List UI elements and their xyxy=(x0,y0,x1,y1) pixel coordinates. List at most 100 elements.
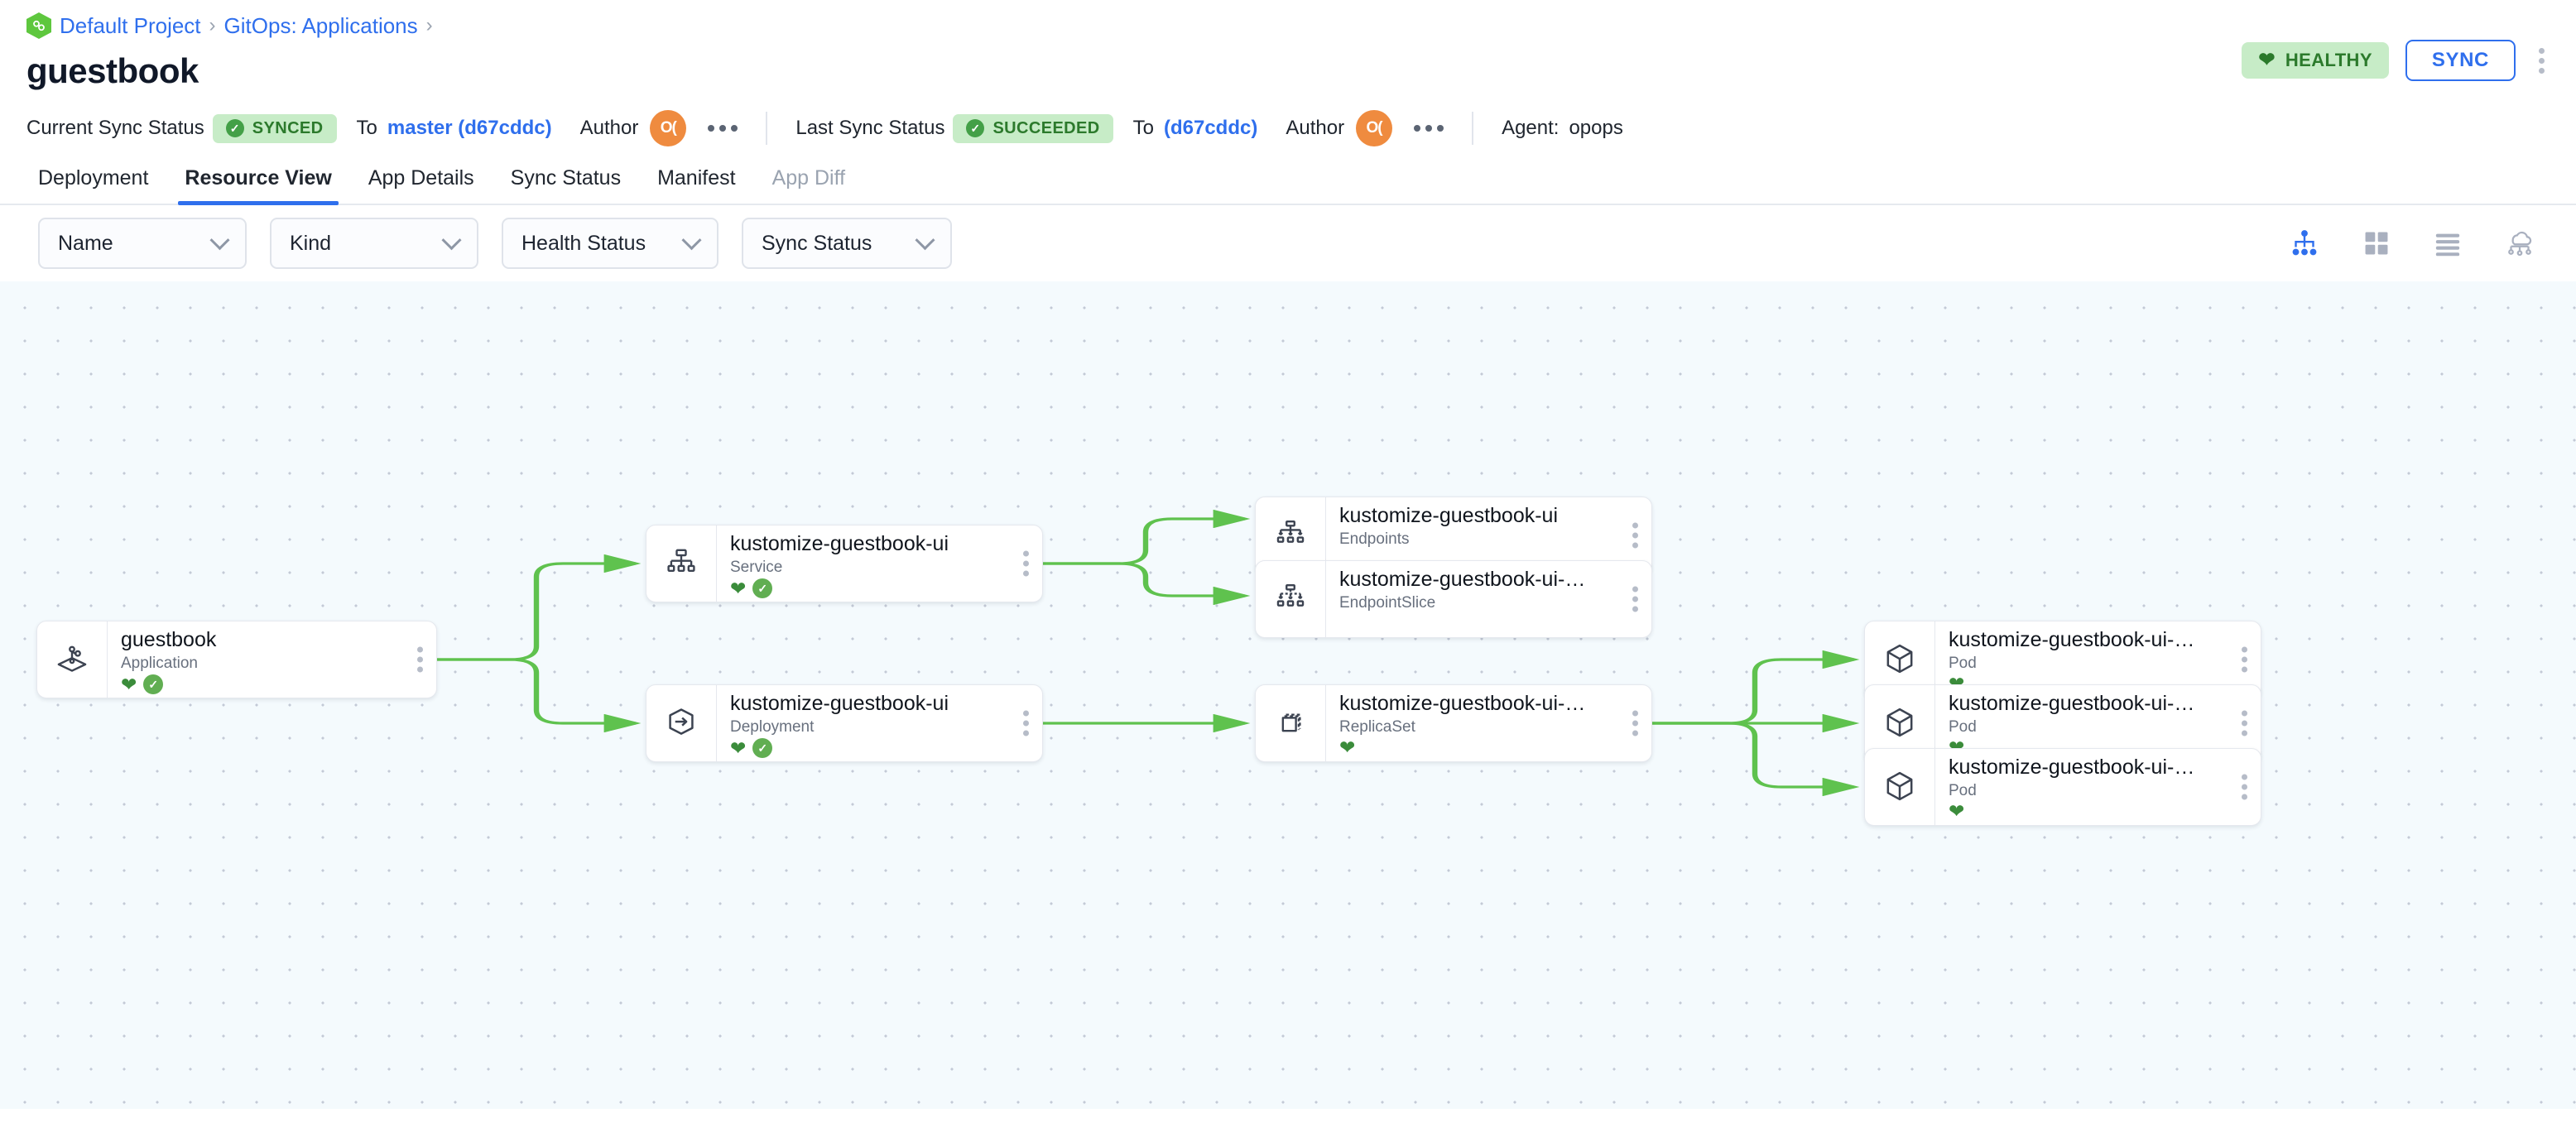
sync-button[interactable]: SYNC xyxy=(2405,40,2516,81)
last-revision-link[interactable]: (d67cddc) xyxy=(1163,117,1258,139)
deployment-icon xyxy=(646,685,716,761)
graph-node-kind: Endpoints xyxy=(1339,530,1410,548)
graph-node-kind: ReplicaSet xyxy=(1339,717,1415,736)
heart-icon: ❤ xyxy=(730,577,747,599)
graph-node-badges: ❤ xyxy=(1949,802,2261,821)
vertical-kebab-icon[interactable] xyxy=(2242,710,2247,736)
last-sync-status-chip: ✓ SUCCEEDED xyxy=(953,113,1113,143)
filter-health-status-label: Health Status xyxy=(521,231,646,255)
graph-node-name: kustomize-guestbook-ui-… xyxy=(1339,693,1586,715)
graph-node-kind: EndpointSlice xyxy=(1339,593,1436,612)
graph-node-badges: ❤ xyxy=(1339,738,1651,757)
heart-icon: ❤ xyxy=(1949,800,1965,823)
agent-value: opops xyxy=(1569,117,1623,139)
filter-name-label: Name xyxy=(58,231,113,255)
breadcrumb-item-applications[interactable]: GitOps: Applications xyxy=(223,12,418,38)
vertical-kebab-icon[interactable] xyxy=(417,646,423,673)
app-header: Default Project › GitOps: Applications ›… xyxy=(0,0,2576,103)
check-circle-icon: ✓ xyxy=(752,738,773,759)
graph-node-kind: Pod xyxy=(1949,781,1977,799)
vertical-kebab-icon[interactable] xyxy=(2532,43,2551,79)
tab-bar: Deployment Resource View App Details Sync S… xyxy=(0,154,2576,205)
graph-node-pod[interactable]: kustomize-guestbook-ui-… Pod❤ xyxy=(1864,748,2261,826)
list-view-icon[interactable] xyxy=(2432,229,2463,257)
tab-deployment[interactable]: Deployment xyxy=(38,166,149,190)
breadcrumb-separator: › xyxy=(209,14,216,36)
graph-node-kind: Pod xyxy=(1949,717,1977,736)
breadcrumb: Default Project › GitOps: Applications › xyxy=(26,0,2550,51)
graph-node-body: kustomize-guestbook-ui-… EndpointSlice xyxy=(1325,561,1651,637)
divider xyxy=(1472,112,1474,145)
graph-node-kind: Deployment xyxy=(730,717,815,736)
heart-icon: ❤ xyxy=(121,673,137,695)
graph-node-endpointslice[interactable]: kustomize-guestbook-ui-… EndpointSlice xyxy=(1255,560,1652,638)
last-sync-status-value: SUCCEEDED xyxy=(992,118,1100,137)
current-sync-status-value: SYNCED xyxy=(252,118,324,137)
divider xyxy=(766,112,768,145)
tab-app-diff: App Diff xyxy=(771,166,846,190)
horizontal-kebab-icon[interactable] xyxy=(708,125,738,132)
pod-icon xyxy=(1865,621,1934,698)
last-sync-status-label: Last Sync Status xyxy=(795,117,945,139)
graph-node-name: kustomize-guestbook-ui-… xyxy=(1339,568,1586,591)
chevron-down-icon xyxy=(915,229,935,250)
graph-node-name: kustomize-guestbook-ui xyxy=(1339,505,1559,527)
graph-node-badges: ❤✓ xyxy=(730,736,1042,759)
current-revision-link[interactable]: master (d67cddc) xyxy=(387,117,552,139)
check-circle-icon: ✓ xyxy=(143,674,164,695)
filter-kind-select[interactable]: Kind xyxy=(270,218,478,269)
vertical-kebab-icon[interactable] xyxy=(1632,522,1638,549)
graph-node-replicaset[interactable]: kustomize-guestbook-ui-… ReplicaSet ❤ xyxy=(1255,684,1652,762)
horizontal-kebab-icon[interactable] xyxy=(1414,125,1444,132)
check-circle-icon: ✓ xyxy=(966,119,985,137)
filter-sync-status-select[interactable]: Sync Status xyxy=(742,218,952,269)
heart-icon: ❤ xyxy=(2258,49,2276,71)
vertical-kebab-icon[interactable] xyxy=(1023,710,1029,736)
vertical-kebab-icon[interactable] xyxy=(2242,774,2247,800)
vertical-kebab-icon[interactable] xyxy=(1632,586,1638,612)
chevron-down-icon xyxy=(441,229,462,250)
filter-name-select[interactable]: Name xyxy=(38,218,247,269)
heart-icon: ❤ xyxy=(730,736,747,759)
service-icon xyxy=(646,525,716,602)
chevron-down-icon xyxy=(681,229,702,250)
graph-node-body: kustomize-guestbook-ui-… Pod❤ xyxy=(1934,749,2261,825)
view-mode-switcher xyxy=(2288,228,2536,258)
graph-node-name: kustomize-guestbook-ui-… xyxy=(1949,693,2195,715)
tab-manifest[interactable]: Manifest xyxy=(657,166,736,190)
filter-health-status-select[interactable]: Health Status xyxy=(502,218,718,269)
vertical-kebab-icon[interactable] xyxy=(1023,550,1029,577)
agent-label: Agent: xyxy=(1502,117,1560,139)
check-circle-icon: ✓ xyxy=(752,578,773,599)
grid-view-icon[interactable] xyxy=(2361,229,2392,257)
avatar: O( xyxy=(1356,110,1393,146)
vertical-kebab-icon[interactable] xyxy=(2242,646,2247,673)
graph-node-body: kustomize-guestbook-ui-… ReplicaSet ❤ xyxy=(1325,685,1651,761)
tab-resource-view[interactable]: Resource View xyxy=(166,166,349,205)
last-author-label: Author xyxy=(1286,117,1345,139)
replicaset-icon xyxy=(1256,685,1325,761)
tab-app-details[interactable]: App Details xyxy=(368,166,474,190)
tree-view-icon[interactable] xyxy=(2288,228,2321,258)
chevron-down-icon xyxy=(209,229,230,250)
pod-icon xyxy=(1865,685,1934,761)
tab-sync-status[interactable]: Sync Status xyxy=(510,166,622,190)
current-sync-status-label: Current Sync Status xyxy=(26,117,204,139)
network-view-icon[interactable] xyxy=(2503,228,2536,258)
health-status-badge: ❤ HEALTHY xyxy=(2242,42,2389,79)
graph-edges xyxy=(437,509,1860,797)
graph-node-name: kustomize-guestbook-ui xyxy=(730,533,949,555)
graph-node-name: kustomize-guestbook-ui-… xyxy=(1949,756,2195,779)
graph-node-badges: ❤✓ xyxy=(121,673,436,695)
current-sync-status-chip: ✓ SYNCED xyxy=(212,113,337,143)
breadcrumb-item-project[interactable]: Default Project xyxy=(60,12,201,38)
vertical-kebab-icon[interactable] xyxy=(1632,710,1638,736)
